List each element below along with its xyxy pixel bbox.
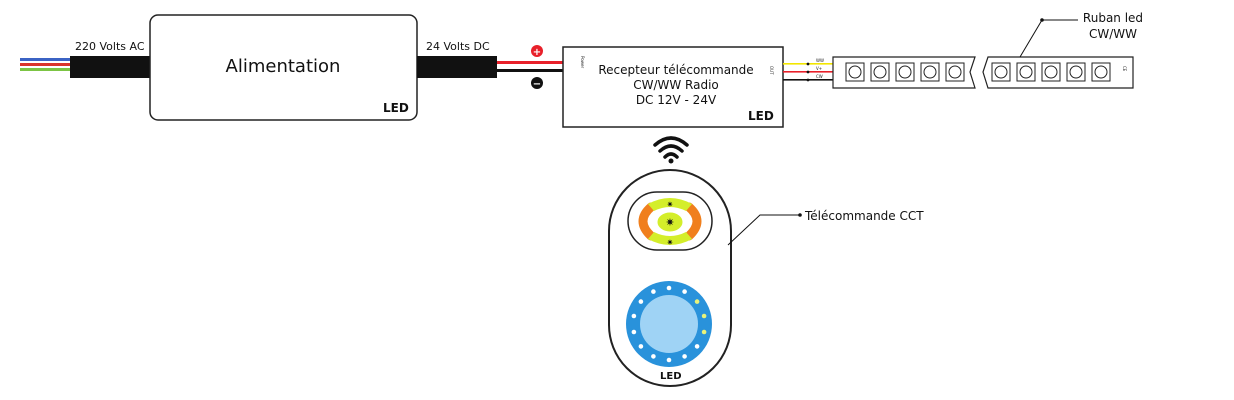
dc-cable: [417, 56, 497, 78]
receiver-out-port-label: OUT: [769, 66, 774, 75]
led-strip-end-label: CE: [1122, 66, 1127, 72]
dial-indicator-dot: [694, 299, 700, 304]
dc-wire-black: [497, 69, 563, 72]
minus-icon: −: [531, 77, 543, 90]
sun-icon: ✷: [665, 216, 674, 229]
dial-indicator-dot: [631, 313, 637, 319]
sun-icon: ✷: [667, 200, 674, 209]
wire-blue: [20, 58, 70, 61]
sun-icon: ✷: [667, 238, 674, 247]
center-button: [656, 211, 684, 233]
remote-logo: LED: [660, 371, 682, 382]
receiver-title-line-1: Recepteur télécommande: [598, 63, 753, 77]
solder-dot: [806, 70, 810, 74]
led-chip: [845, 62, 865, 82]
led-chip: [920, 62, 940, 82]
led-chip: [1091, 62, 1111, 82]
power-supply-logo: LED: [383, 101, 409, 115]
plus-icon: +: [531, 45, 543, 58]
wire-label-cw: CW: [816, 74, 823, 79]
power-supply-title: Alimentation: [226, 56, 341, 77]
dc-output-label: 24 Volts DC: [426, 40, 490, 53]
solder-dot: [806, 62, 810, 66]
brand-logo-icon: LED: [748, 109, 774, 123]
led-strip: CE: [832, 56, 1134, 89]
led-chip: [895, 62, 915, 82]
output-wires: WW V+ CW: [783, 58, 833, 82]
receiver-title-line-2: CW/WW Radio: [633, 78, 719, 92]
led-strip-callout-line: [1019, 19, 1078, 58]
callout-dot: [1040, 18, 1044, 22]
cct-button-cluster: ✷ ✷ ✷: [627, 191, 713, 251]
remote-callout: Télécommande CCT: [804, 209, 924, 223]
receiver: Recepteur télécommande CW/WW Radio DC 12…: [562, 46, 784, 128]
remote-callout-line: [727, 214, 800, 246]
brightness-down-button: [648, 232, 692, 245]
led-chip: [945, 62, 965, 82]
wire-label-vplus: V+: [816, 66, 822, 71]
wire-label-ww: WW: [816, 58, 824, 63]
dial-indicator-dot: [666, 285, 672, 291]
receiver-logo: LED: [748, 109, 774, 123]
ac-input-label: 220 Volts AC: [75, 40, 145, 53]
receiver-box: [562, 46, 784, 128]
led-chip: [1066, 62, 1086, 82]
wire-red: [20, 63, 70, 66]
dial-indicator-dot: [631, 329, 637, 335]
dial-indicator-dot: [651, 354, 656, 359]
dial-indicator-dot: [651, 289, 656, 294]
led-strip-callout-line-1: Ruban led: [1083, 11, 1143, 25]
dial-indicator-dot: [701, 329, 707, 335]
led-chip: [991, 62, 1011, 82]
dc-wire-red: [497, 61, 563, 64]
dial-indicator-dot: [638, 344, 644, 349]
callout-dot: [798, 213, 802, 217]
warm-button-left: [638, 202, 656, 241]
led-chip: [1041, 62, 1061, 82]
receiver-title-line-3: DC 12V - 24V: [636, 93, 717, 107]
solder-dot: [806, 78, 810, 82]
dial-indicator-dot: [638, 299, 644, 304]
dial-indicator-dot: [682, 289, 687, 294]
remote-control: ✷ ✷ ✷ LED: [608, 169, 732, 387]
dimmer-dial: [626, 281, 712, 367]
plus-sign: +: [533, 47, 541, 58]
dial-indicator-dot: [666, 357, 672, 363]
brightness-up-button: [648, 198, 692, 211]
wire-green: [20, 68, 70, 71]
led-chip: [870, 62, 890, 82]
dial-indicator-dot: [701, 313, 707, 319]
wifi-signal-icon: [653, 136, 689, 164]
receiver-power-port-label: Power: [580, 56, 585, 68]
led-strip-callout-line-2: CW/WW: [1089, 27, 1137, 41]
ac-cable: [70, 56, 150, 78]
power-supply: Alimentation LED: [149, 14, 418, 121]
dial-center: [640, 295, 698, 353]
minus-sign: −: [533, 79, 541, 90]
warm-button-right: [684, 202, 702, 241]
brand-logo-icon: LED: [383, 101, 409, 115]
led-chip: [1016, 62, 1036, 82]
brand-logo-icon: LED: [660, 371, 682, 382]
ac-input-wires: [20, 56, 150, 78]
dial-indicator-dot: [682, 354, 687, 359]
dial-indicator-dot: [694, 344, 700, 349]
